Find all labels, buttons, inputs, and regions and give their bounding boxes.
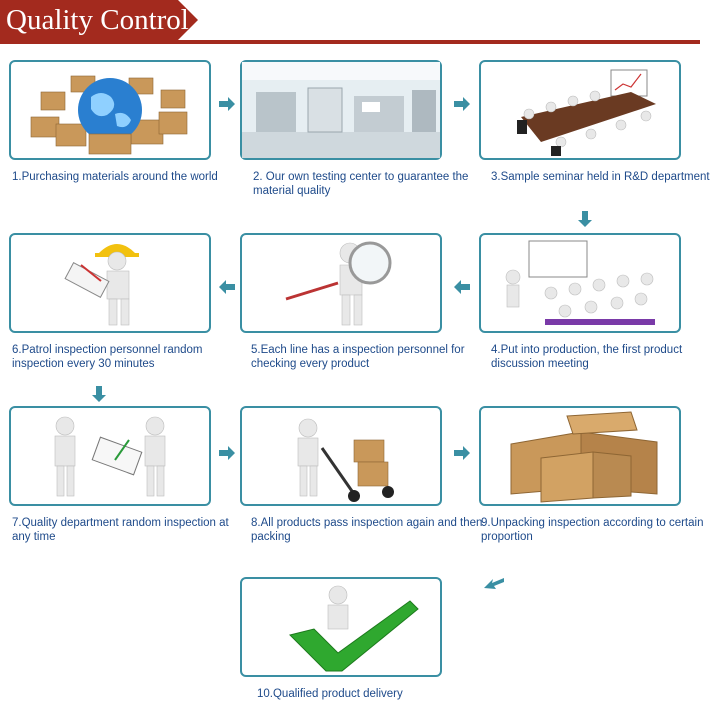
arrow-left-icon: [219, 280, 235, 294]
page-title: Quality Control: [6, 4, 189, 36]
testing-lab-image: [242, 62, 440, 158]
arrow-left-4-5: [454, 280, 470, 294]
magnifier-inspector-image: [285, 241, 392, 326]
arrow-right-7-8: [219, 446, 235, 460]
arrow-right-8-9: [454, 446, 470, 460]
open-boxes-image: [510, 411, 658, 503]
step-5-caption: 5.Each line has a inspection personnel f…: [251, 344, 465, 370]
step-4-card: [479, 233, 681, 333]
arrow-down-3-4: [578, 211, 592, 227]
step-10-caption: 10.Qualified product delivery: [257, 688, 403, 700]
step-8-card: [240, 406, 442, 506]
step-4-caption: 4.Put into production, the first product…: [491, 344, 683, 370]
step-3-caption: 3.Sample seminar held in R&D department: [491, 171, 710, 183]
production-meeting-image: [505, 240, 655, 325]
arrow-down-icon: [578, 211, 592, 227]
arrow-left-icon: [454, 280, 470, 294]
arrow-down-left-icon: [484, 578, 504, 589]
step-9-caption: 9.Unpacking inspection according to cert…: [481, 517, 704, 543]
step-1-caption: 1.Purchasing materials around the world: [12, 171, 218, 183]
step-10-card: [240, 577, 442, 677]
step-5-card: [240, 233, 442, 333]
step-1-card: [9, 60, 211, 160]
arrow-right-2-3: [454, 97, 470, 111]
clipboard-review-image: [54, 416, 166, 497]
step-7-caption: 7.Quality department random inspection a…: [12, 517, 229, 543]
hand-truck-packing-image: [297, 418, 394, 502]
step-9-card: [479, 406, 681, 506]
header-rule: [0, 40, 700, 44]
step-6-card: [9, 233, 211, 333]
step-7-card: [9, 406, 211, 506]
arrow-right-icon: [454, 97, 470, 111]
arrow-down-icon: [92, 386, 106, 402]
step-6-caption: 6.Patrol inspection personnel random ins…: [12, 344, 203, 370]
green-checkmark-image: [289, 585, 419, 672]
seminar-table-image: [517, 69, 656, 156]
hardhat-inspector-image: [64, 244, 139, 326]
title-tab: [0, 0, 198, 40]
arrow-left-5-6: [219, 280, 235, 294]
arrow-right-icon: [219, 97, 235, 111]
arrow-right-1-2: [219, 97, 235, 111]
header-banner: Quality Control: [0, 0, 700, 45]
arrow-diagonal-9-10: [484, 575, 504, 591]
step-2-caption: 2. Our own testing center to guarantee t…: [253, 171, 469, 197]
step-8-caption: 8.All products pass inspection again and…: [251, 517, 483, 543]
step-3-card: [479, 60, 681, 160]
globe-boxes-image: [30, 75, 188, 155]
step-2-card: [240, 60, 442, 160]
arrow-right-icon: [219, 446, 235, 460]
arrow-right-icon: [454, 446, 470, 460]
arrow-down-6-7: [92, 386, 106, 402]
